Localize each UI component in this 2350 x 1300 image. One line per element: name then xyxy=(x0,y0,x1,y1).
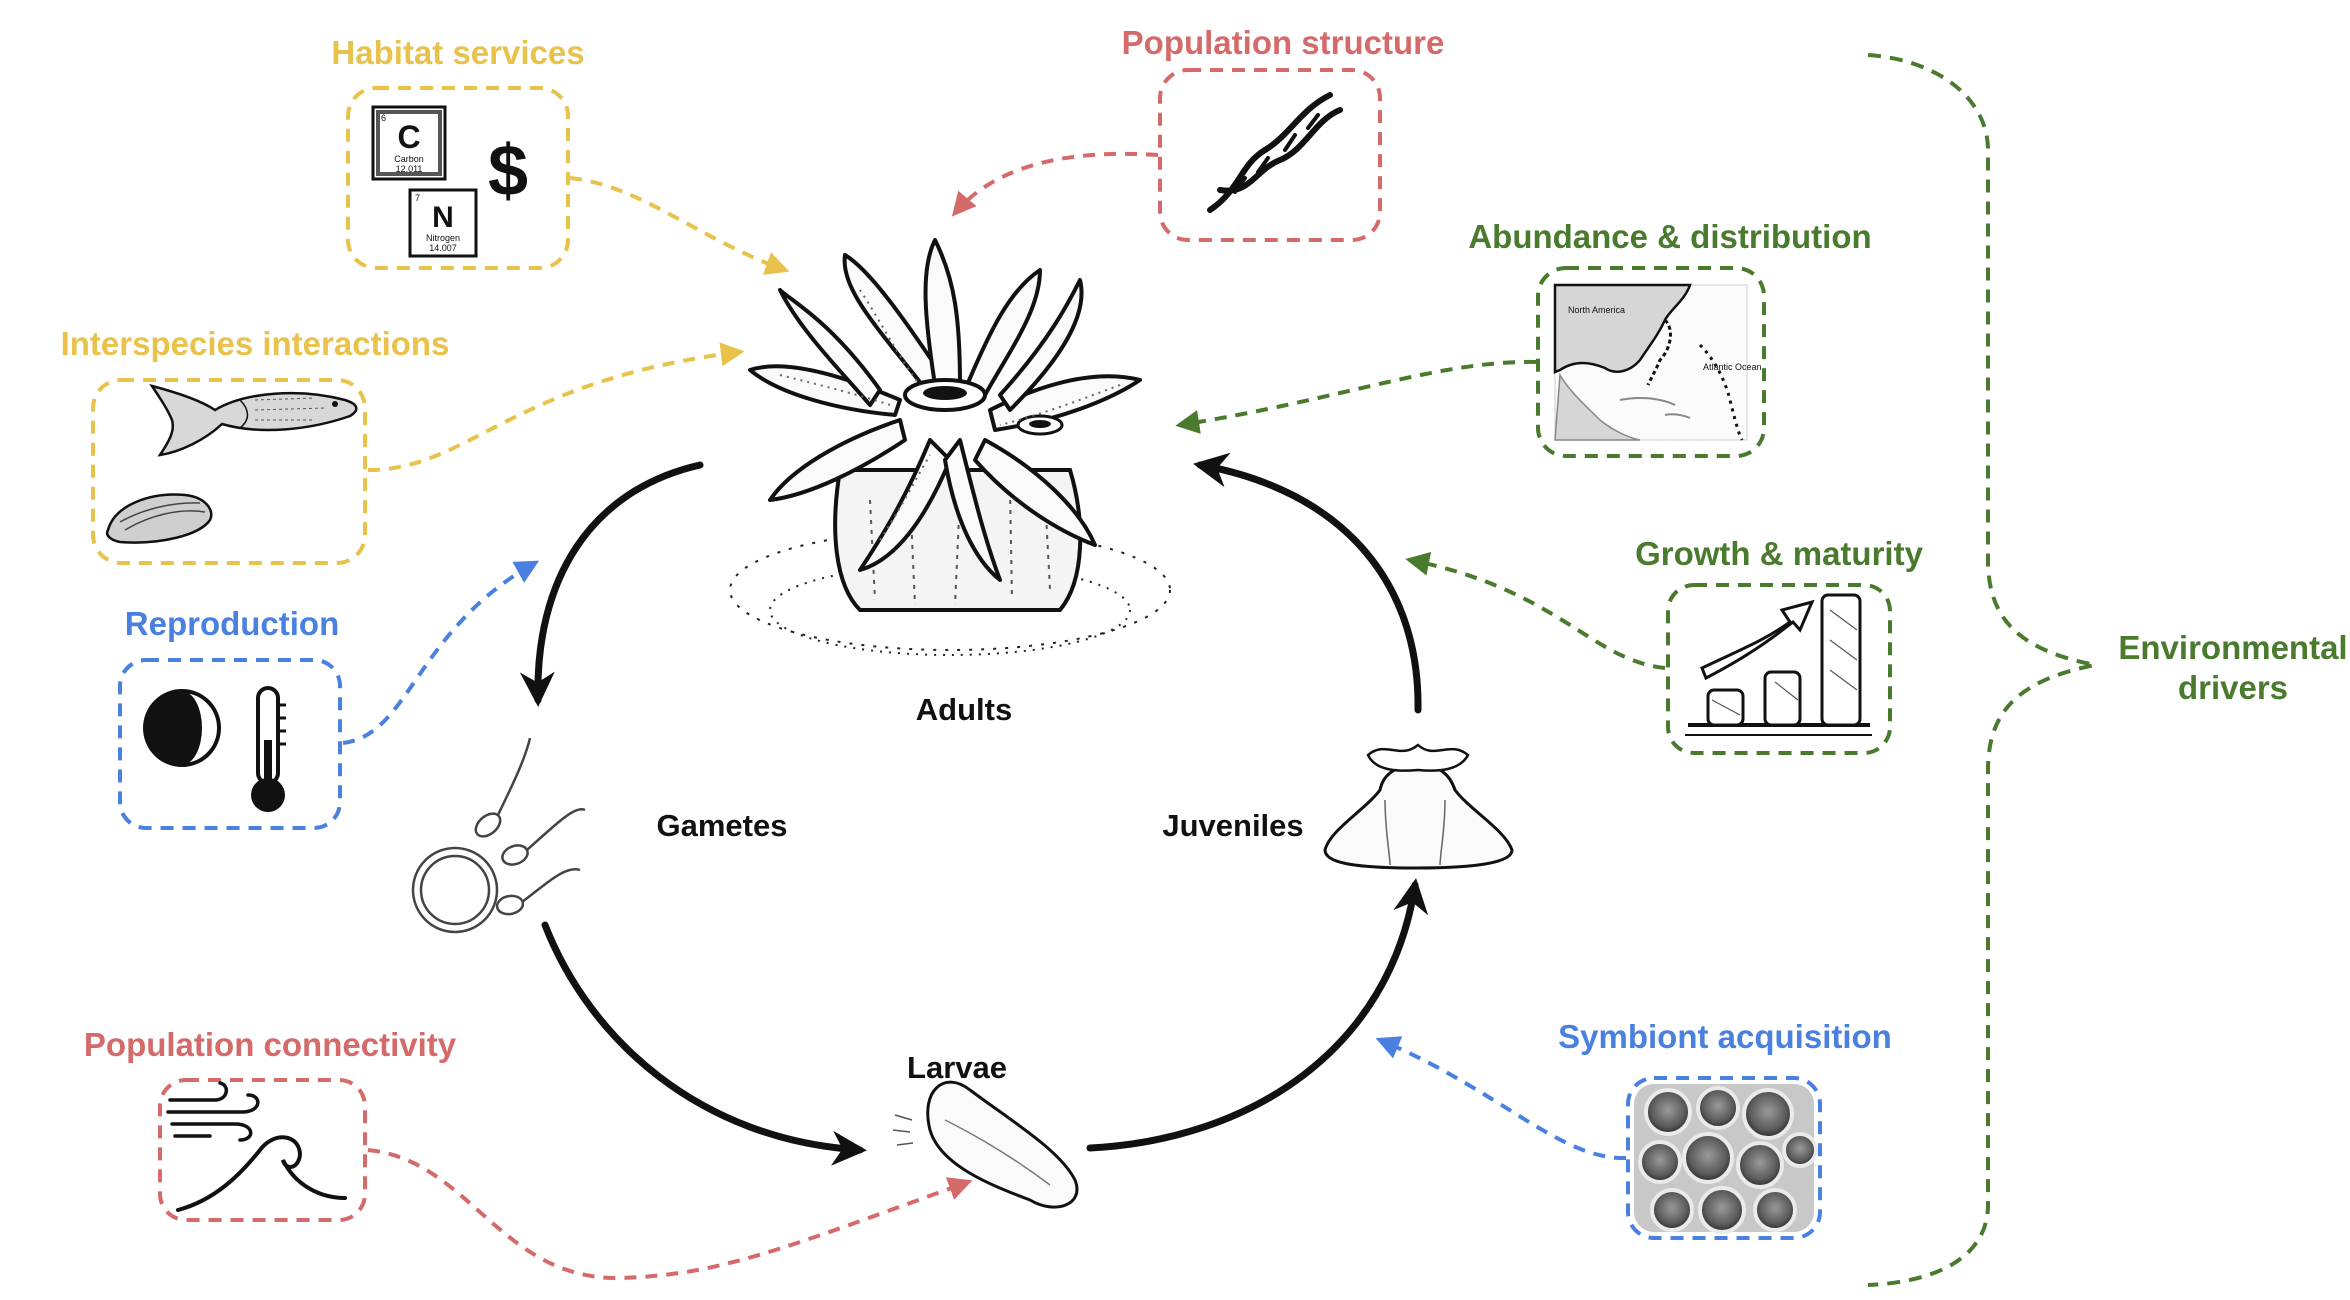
carbon-element-icon: 6 C Carbon 12.011 xyxy=(371,105,447,181)
nitrogen-mass: 14.007 xyxy=(429,243,457,253)
gametes-illustration xyxy=(411,737,586,934)
life-cycle-arrows xyxy=(519,452,1429,1166)
carbon-number: 6 xyxy=(381,113,386,123)
dna-icon xyxy=(1207,92,1343,213)
population-connectivity-label: Population connectivity xyxy=(83,1026,457,1063)
habitat-services-label: Habitat services xyxy=(331,34,585,71)
population-connectivity-arrow xyxy=(367,1148,973,1281)
population-connectivity-box xyxy=(158,1078,367,1222)
symbiont-cells-micrograph xyxy=(1634,1084,1818,1234)
symbiont-acquisition-label: Symbiont acquisition xyxy=(1558,1018,1892,1055)
larva-illustration xyxy=(892,1080,1079,1209)
wind-icon xyxy=(166,1081,260,1142)
interspecies-interactions-label: Interspecies interactions xyxy=(60,325,450,362)
reproduction-arrow xyxy=(342,560,540,745)
stage-gametes-label: Gametes xyxy=(656,808,788,843)
dollar-icon: $ xyxy=(488,131,528,211)
map-label-north-america: North America xyxy=(1568,305,1625,315)
environmental-drivers-line2: drivers xyxy=(2177,669,2289,706)
population-structure-arrow xyxy=(951,151,1159,217)
adults-to-gametes-arrow xyxy=(519,461,704,707)
fish-icon xyxy=(149,383,358,457)
population-structure-label: Population structure xyxy=(1121,24,1445,61)
growth-maturity-arrow xyxy=(1405,552,1666,670)
juveniles-to-adults-arrow xyxy=(1193,452,1422,714)
growth-maturity-label: Growth & maturity xyxy=(1635,535,1923,572)
interspecies-interactions-arrow xyxy=(367,342,745,472)
adult-anemone-illustration xyxy=(729,238,1171,656)
carbon-name: Carbon xyxy=(394,154,424,164)
growth-maturity-box xyxy=(1666,583,1892,755)
growth-bar-chart-icon xyxy=(1685,593,1872,736)
gametes-to-larvae-arrow xyxy=(541,921,867,1166)
stage-juveniles-label: Juveniles xyxy=(1162,808,1304,843)
reproduction-box xyxy=(118,658,342,830)
stage-larvae-label: Larvae xyxy=(907,1050,1007,1085)
population-structure-box xyxy=(1158,68,1382,242)
habitat-services-box xyxy=(346,86,570,270)
reproduction-label: Reproduction xyxy=(124,605,340,642)
symbiont-acquisition-arrow xyxy=(1375,1036,1627,1161)
environmental-drivers-line1: Environmental xyxy=(2118,629,2348,666)
larvae-to-juveniles-arrow xyxy=(1086,878,1429,1152)
carbon-mass: 12.011 xyxy=(396,164,423,174)
nitrogen-element-icon: 7 N Nitrogen 14.007 xyxy=(408,188,478,258)
habitat-services-arrow xyxy=(569,176,790,275)
environmental-drivers-brace xyxy=(1867,53,2096,1287)
north-america-map-icon: North America Atlantic Ocean xyxy=(1553,283,1762,441)
stage-adults-label: Adults xyxy=(915,692,1013,727)
carbon-symbol: C xyxy=(397,119,420,155)
oyster-icon xyxy=(105,493,213,544)
thermometer-icon xyxy=(251,686,286,812)
moon-phase-icon xyxy=(143,689,221,767)
juvenile-illustration xyxy=(1323,743,1514,870)
environmental-drivers-label: Environmental drivers xyxy=(2118,628,2347,708)
nitrogen-symbol: N xyxy=(432,201,454,234)
symbiont-acquisition-box xyxy=(1626,1076,1822,1240)
wave-icon xyxy=(176,1135,347,1212)
nitrogen-number: 7 xyxy=(415,193,420,203)
interspecies-interactions-box xyxy=(91,378,367,565)
abundance-distribution-box xyxy=(1536,266,1766,458)
abundance-distribution-arrow xyxy=(1175,359,1537,434)
map-label-atlantic: Atlantic Ocean xyxy=(1703,362,1762,372)
abundance-distribution-label: Abundance & distribution xyxy=(1468,218,1872,255)
nitrogen-name: Nitrogen xyxy=(426,233,460,243)
